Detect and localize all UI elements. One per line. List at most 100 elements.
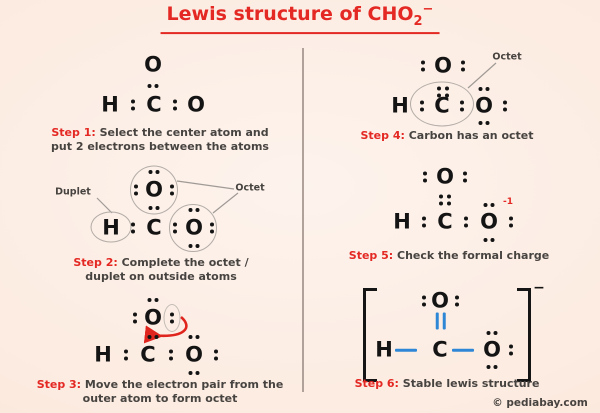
bond-pair (124, 349, 128, 361)
atom-hydrogen: H (102, 215, 120, 240)
atom-oxygen: O (436, 164, 454, 189)
atom-oxygen: O (185, 215, 203, 240)
step-6-label: Step 6: (354, 377, 399, 390)
octet-circle-top-oxygen (130, 165, 178, 215)
lone-pair (188, 208, 200, 212)
atom-carbon: C (437, 209, 453, 234)
lone-pair (210, 222, 214, 234)
bond-pair (148, 206, 160, 210)
atom-oxygen: O (185, 342, 203, 367)
ion-charge-label: − (533, 280, 545, 296)
bond-pair (173, 222, 177, 234)
lone-pair (478, 87, 490, 91)
lone-pair (423, 171, 427, 183)
atom-oxygen: O (145, 177, 163, 202)
step-5-text: Check the formal charge (393, 249, 550, 262)
bond-pair (169, 349, 173, 361)
page-title: Lewis structure of CHO2− (160, 2, 440, 34)
atom-hydrogen: H (375, 337, 393, 362)
atom-carbon: C (140, 342, 156, 367)
step-6-caption: Step 6: Stable lewis structure (332, 377, 562, 391)
lone-pair (455, 295, 459, 307)
bond-pair (460, 100, 464, 112)
lone-pair (478, 121, 490, 125)
atom-hydrogen: H (94, 342, 112, 367)
bond-pair (173, 99, 177, 111)
step-1-text: Select the center atom and put 2 electro… (51, 126, 269, 153)
single-bond (395, 348, 417, 352)
step-3-text: Move the electron pair from the outer at… (81, 378, 284, 405)
bond-pair (131, 222, 135, 234)
step-4-label: Step 4: (360, 129, 405, 142)
atom-hydrogen: H (391, 93, 409, 118)
lone-pair (148, 170, 160, 174)
lone-pair (486, 331, 498, 335)
lone-pair (133, 312, 137, 324)
lone-pair (147, 298, 159, 302)
lone-pair (170, 184, 174, 196)
left-bracket (363, 288, 377, 382)
lone-pair (188, 371, 200, 375)
octet-leader-line-bottom (212, 192, 239, 214)
step-2-text: Complete the octet / duplet on outside a… (85, 256, 249, 283)
formal-charge-label: -1 (503, 197, 513, 207)
atom-oxygen: O (434, 53, 452, 78)
lone-pair (486, 365, 498, 369)
octet-label: Octet (492, 51, 522, 63)
step-2-label: Step 2: (73, 256, 118, 269)
atom-oxygen: O (475, 93, 493, 118)
step-2-caption: Step 2: Complete the octet / duplet on o… (64, 256, 259, 284)
lone-pair (188, 244, 200, 248)
lone-pair (503, 100, 507, 112)
atom-carbon: C (432, 337, 448, 362)
lone-pair (509, 216, 513, 228)
step-5-label: Step 5: (348, 249, 394, 262)
bond-pair (147, 335, 159, 339)
lone-pair (483, 238, 495, 242)
octet-circle-carbon (410, 81, 474, 127)
step-4-caption: Step 4: Carbon has an octet (337, 129, 557, 143)
lone-pair (422, 295, 426, 307)
octet-label: Octet (235, 182, 265, 194)
lone-pair (214, 349, 218, 361)
lone-pair (421, 60, 425, 72)
title-text: Lewis structure of CHO (166, 3, 414, 26)
atom-carbon: C (434, 93, 450, 118)
duplet-leader-line (96, 197, 113, 214)
step-4-text: Carbon has an octet (404, 129, 534, 142)
moved-pair-circle (163, 304, 181, 332)
atom-oxygen: O (144, 52, 162, 77)
octet-leader-line-step4 (467, 62, 497, 89)
atom-oxygen: O (480, 209, 498, 234)
double-bond (435, 312, 439, 330)
bond-pair (464, 216, 468, 228)
atom-oxygen: O (483, 337, 501, 362)
atom-hydrogen: H (101, 92, 119, 117)
double-bond-pairs (439, 194, 451, 206)
step-1-label: Step 1: (51, 126, 96, 139)
site-credit: © pediabay.com (492, 397, 588, 409)
lone-pair (509, 344, 513, 356)
single-bond (452, 348, 474, 352)
atom-oxygen: O (144, 305, 162, 330)
lone-pair (188, 335, 200, 339)
bond-pair (420, 100, 424, 112)
lone-pair (461, 60, 465, 72)
electron-shift-arrow (143, 316, 188, 344)
step-6-text: Stable lewis structure (398, 377, 540, 390)
octet-leader-line-top (176, 180, 235, 190)
atom-oxygen: O (431, 288, 449, 313)
duplet-circle-hydrogen (90, 211, 132, 243)
step-3-label: Step 3: (36, 378, 82, 391)
lone-pair (134, 184, 138, 196)
step-5-caption: Step 5: Check the formal charge (334, 249, 564, 263)
double-bond (442, 312, 446, 330)
right-bracket (517, 288, 531, 382)
column-divider (302, 48, 304, 392)
bond-pair (131, 99, 135, 111)
title-subscript: 2 (413, 13, 423, 29)
step-1-caption: Step 1: Select the center atom and put 2… (43, 126, 278, 154)
octet-circle-right-oxygen (169, 204, 217, 252)
